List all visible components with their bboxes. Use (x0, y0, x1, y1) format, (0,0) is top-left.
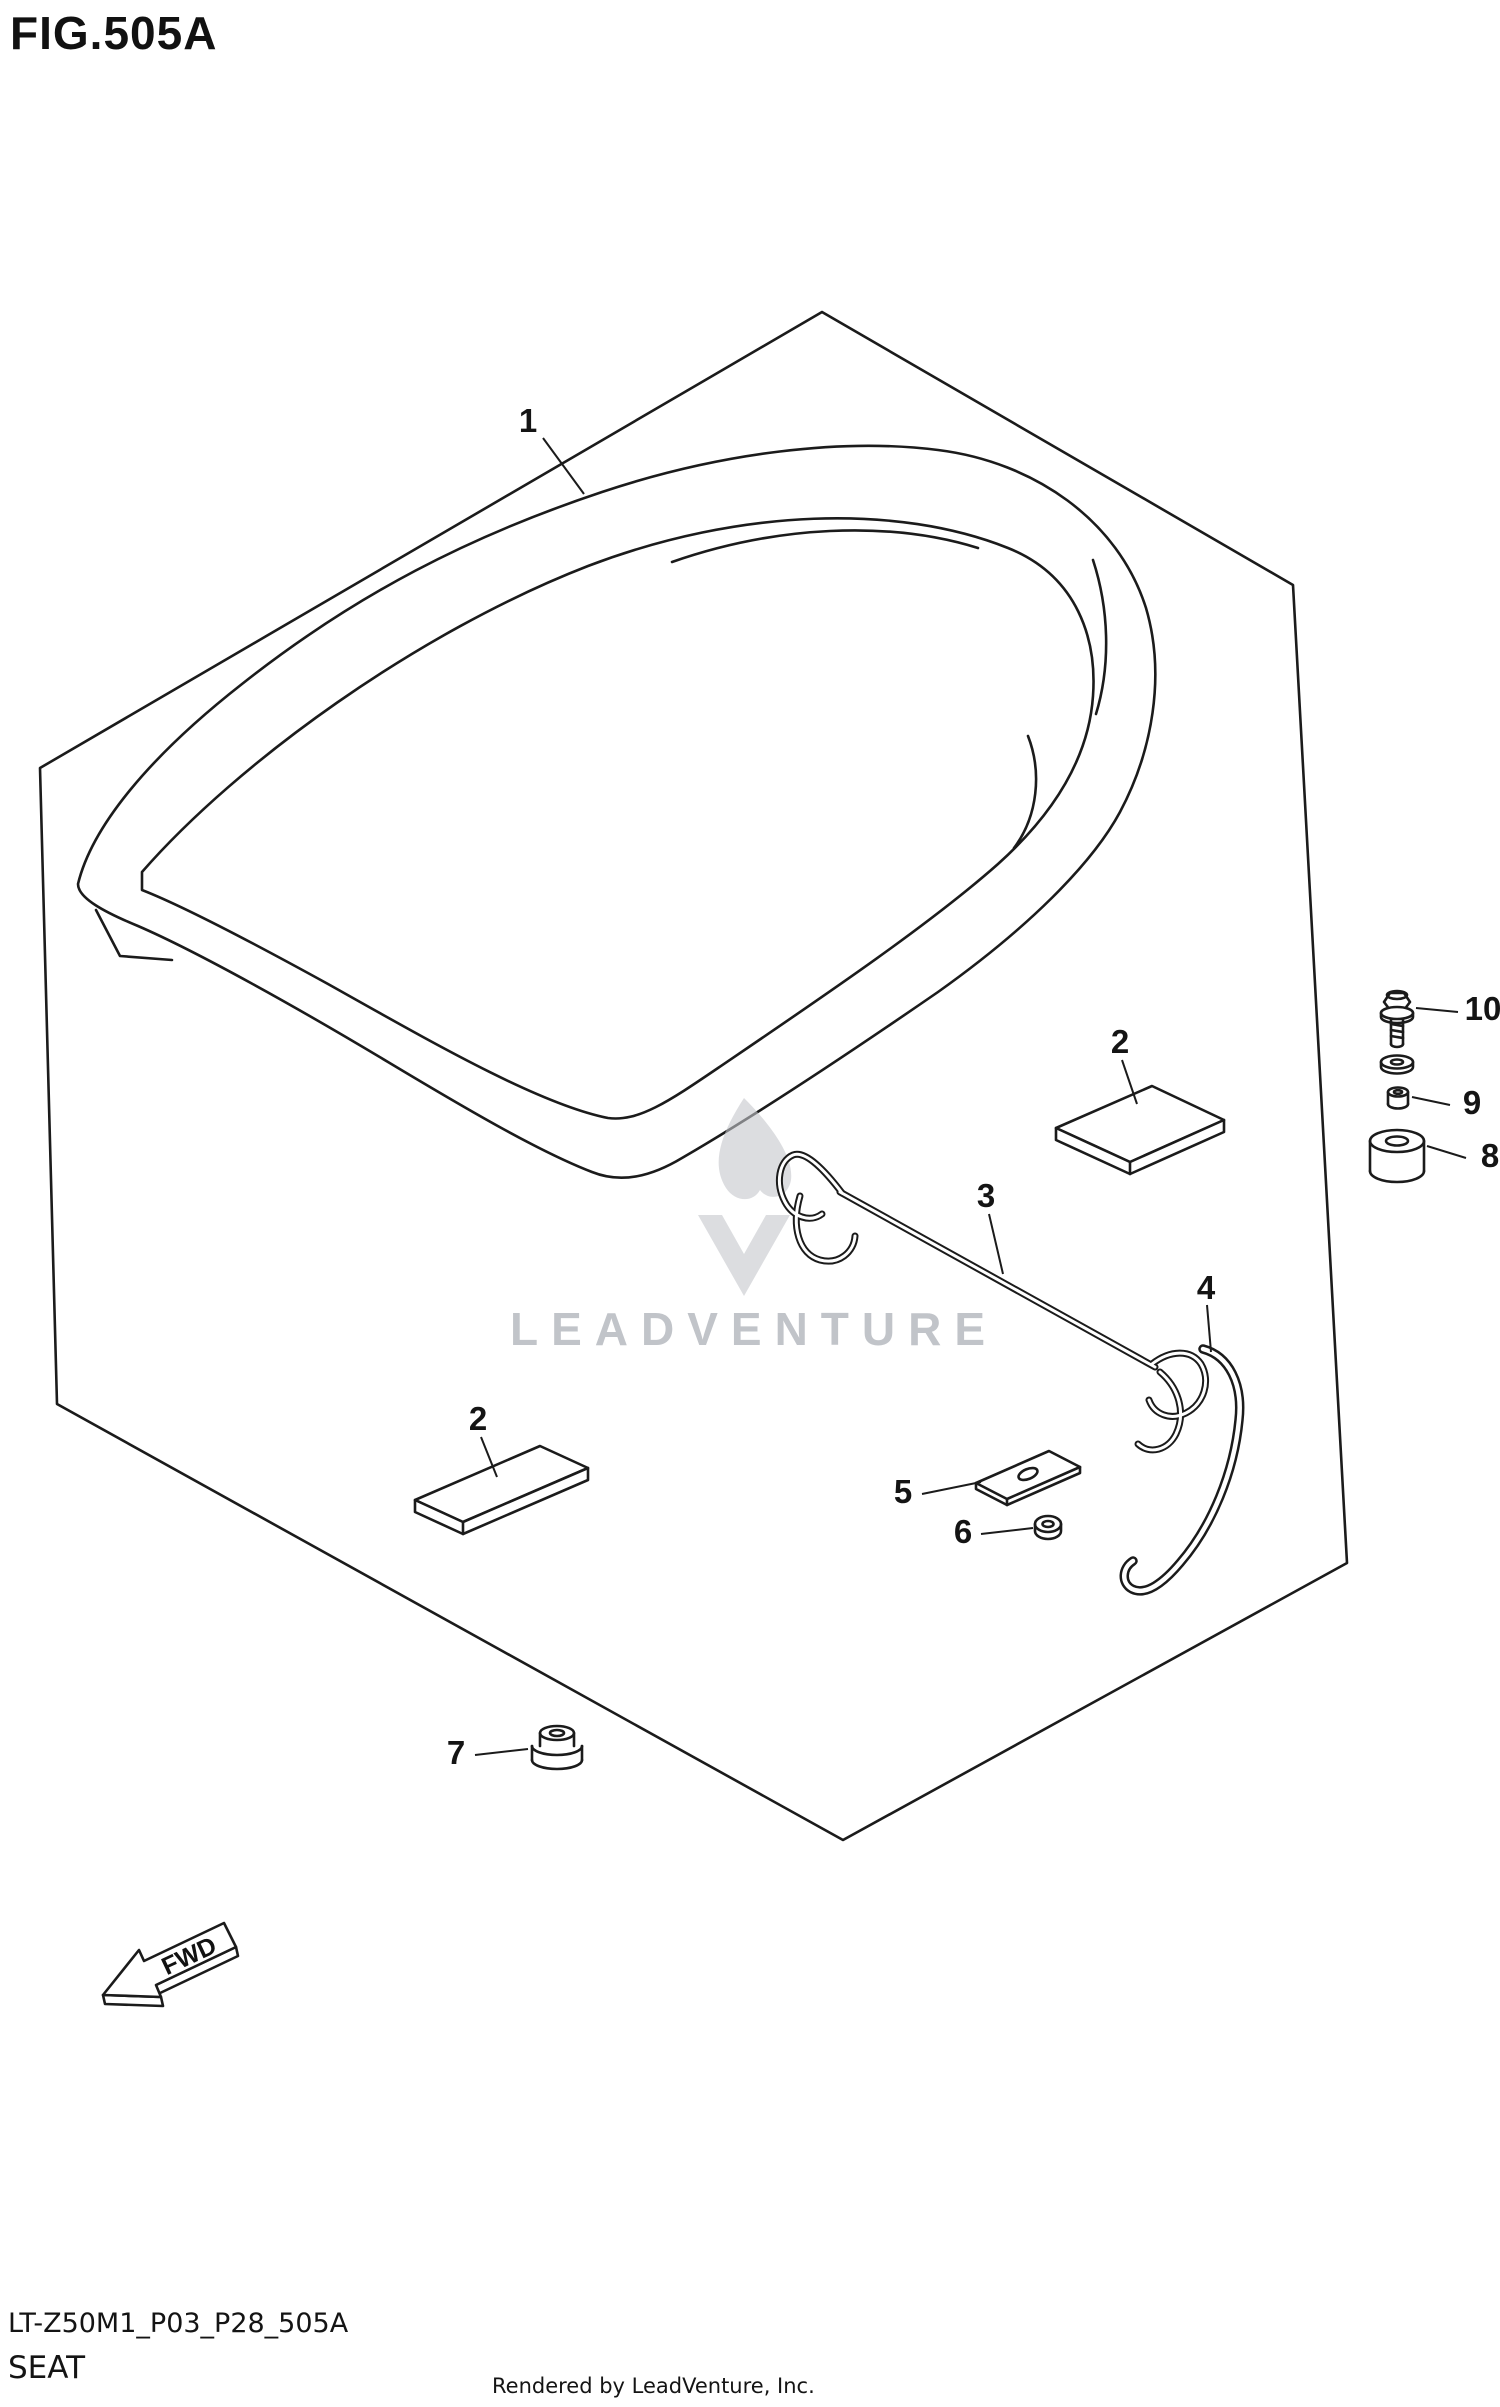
watermark: LEADVENTURE (510, 1098, 998, 1355)
footer-part-code: LT-Z50M1_P03_P28_505A (8, 2308, 349, 2339)
fwd-arrow: FWD (101, 1921, 240, 2008)
fwd-arrow-body (101, 1921, 238, 1999)
leader-line-1 (542, 437, 585, 495)
part-6-nut (1033, 1514, 1063, 1541)
leader-line-7 (474, 1748, 529, 1756)
callout-10: 10 (1465, 990, 1500, 1027)
part-8-cylinder (1368, 1128, 1426, 1184)
callout-7: 7 (447, 1734, 465, 1771)
leader-line-8 (1426, 1145, 1467, 1159)
callout-5: 5 (894, 1473, 912, 1510)
callout-4: 4 (1197, 1269, 1216, 1306)
seat-rear-recess-line (1012, 734, 1038, 850)
leader-line-4 (1206, 1304, 1212, 1353)
callout-8: 8 (1481, 1137, 1499, 1174)
leader-line-10 (1415, 1007, 1459, 1013)
seat-drawing (76, 444, 1157, 1179)
leader-line-2-upper (1121, 1059, 1138, 1105)
boundary-outline (38, 310, 1349, 1842)
watermark-flame-icon (718, 1098, 792, 1200)
watermark-text: LEADVENTURE (510, 1303, 998, 1355)
part-9-spacer (1386, 1086, 1410, 1110)
part-3-hook-rod (775, 1150, 1209, 1454)
figure-title: FIG.505A (10, 7, 218, 59)
part-4-band (1119, 1344, 1245, 1596)
seat-top-hump-line (670, 529, 980, 564)
leader-lines (474, 437, 1467, 1756)
part-5-bracket (974, 1449, 1082, 1507)
leader-line-5 (921, 1481, 982, 1495)
leader-line-3 (988, 1213, 1004, 1275)
callout-2-lower: 2 (469, 1400, 487, 1437)
leader-line-6 (980, 1527, 1034, 1535)
part-2-pad-lower (413, 1444, 590, 1536)
seat-right-fold-line (1091, 558, 1108, 716)
washer (1379, 1054, 1415, 1075)
part-10-bolt (1379, 989, 1415, 1049)
part-7-cushion (530, 1724, 584, 1771)
callout-3: 3 (977, 1177, 995, 1214)
callout-1: 1 (519, 402, 537, 439)
callout-2-upper: 2 (1111, 1023, 1129, 1060)
leader-line-2-lower (480, 1436, 498, 1478)
seat-seam-line (140, 517, 1095, 1120)
watermark-chevron-icon (698, 1215, 790, 1296)
footer-credit: Rendered by LeadVenture, Inc. (492, 2374, 815, 2398)
leader-line-9 (1411, 1096, 1451, 1106)
part-2-pad-upper (1054, 1084, 1226, 1176)
callout-9: 9 (1463, 1084, 1481, 1121)
seat-nose-tab (94, 908, 174, 962)
callout-6: 6 (954, 1513, 972, 1550)
footer-part-name: SEAT (8, 2350, 86, 2386)
